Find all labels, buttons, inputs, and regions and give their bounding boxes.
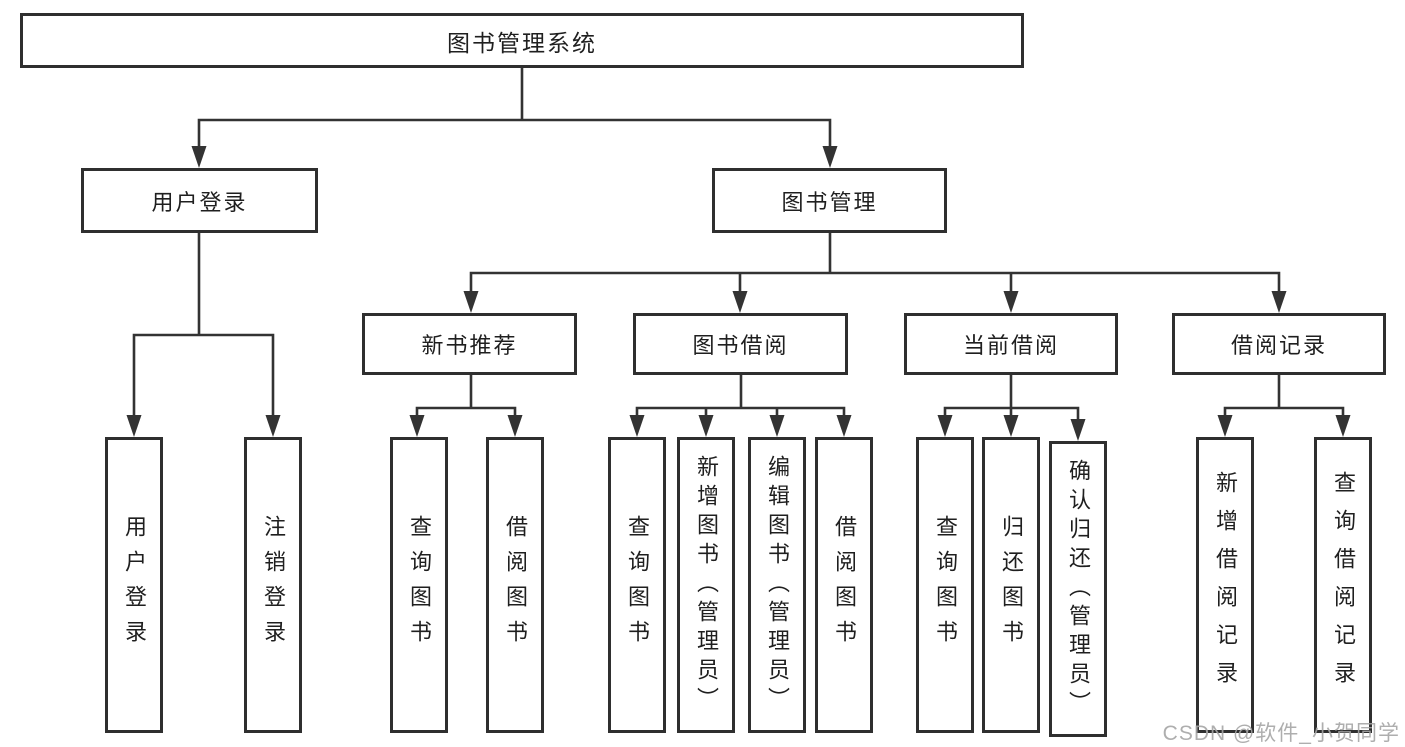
node-library-system-label: 图书管理系统 [447,29,597,56]
leaf-confirm-return-admin: 确认归还（管理员） [1049,441,1107,737]
leaf-query-books-recommend: 查询图书 [390,437,448,733]
leaf-logout-label: 注销登录 [261,515,286,655]
leaf-borrow-books-recommend: 借阅图书 [486,437,544,733]
leaf-borrow-books: 借阅图书 [815,437,873,733]
leaf-edit-books-admin: 编辑图书（管理员） [748,437,806,733]
leaf-add-borrow-record: 新增借阅记录 [1196,437,1254,733]
leaf-query-books-borrow: 查询图书 [608,437,666,733]
leaf-query-books-borrow-label: 查询图书 [625,515,650,655]
node-borrow-records: 借阅记录 [1172,313,1386,375]
leaf-add-books-admin-label: 新增图书（管理员） [694,454,719,716]
leaf-edit-books-admin-label: 编辑图书（管理员） [765,454,790,716]
node-book-borrow: 图书借阅 [633,313,848,375]
leaf-logout: 注销登录 [244,437,302,733]
leaf-query-books-current-label: 查询图书 [933,515,958,655]
node-user-login: 用户登录 [81,168,318,233]
leaf-query-borrow-record: 查询借阅记录 [1314,437,1372,733]
leaf-add-books-admin: 新增图书（管理员） [677,437,735,733]
leaf-borrow-books-label: 借阅图书 [832,515,857,655]
leaf-return-books: 归还图书 [982,437,1040,733]
node-new-book-recommend-label: 新书推荐 [421,333,518,358]
leaf-query-books-recommend-label: 查询图书 [407,515,432,655]
node-book-borrow-label: 图书借阅 [692,333,789,358]
leaf-query-books-current: 查询图书 [916,437,974,733]
leaf-user-login-label: 用户登录 [122,515,147,655]
node-library-system: 图书管理系统 [20,13,1024,68]
node-user-login-label: 用户登录 [151,189,248,215]
watermark-text: CSDN @软件_小贺同学 [1162,722,1400,745]
leaf-return-books-label: 归还图书 [999,515,1024,655]
leaf-user-login: 用户登录 [105,437,163,733]
leaf-borrow-books-recommend-label: 借阅图书 [503,515,528,655]
leaf-query-borrow-record-label: 查询借阅记录 [1331,471,1356,699]
node-borrow-records-label: 借阅记录 [1230,333,1327,358]
node-book-management-label: 图书管理 [781,189,878,215]
leaf-add-borrow-record-label: 新增借阅记录 [1213,471,1238,699]
node-new-book-recommend: 新书推荐 [362,313,577,375]
leaf-confirm-return-admin-label: 确认归还（管理员） [1066,458,1091,720]
node-book-management: 图书管理 [712,168,947,233]
node-current-borrow-label: 当前借阅 [962,333,1059,358]
node-current-borrow: 当前借阅 [904,313,1118,375]
